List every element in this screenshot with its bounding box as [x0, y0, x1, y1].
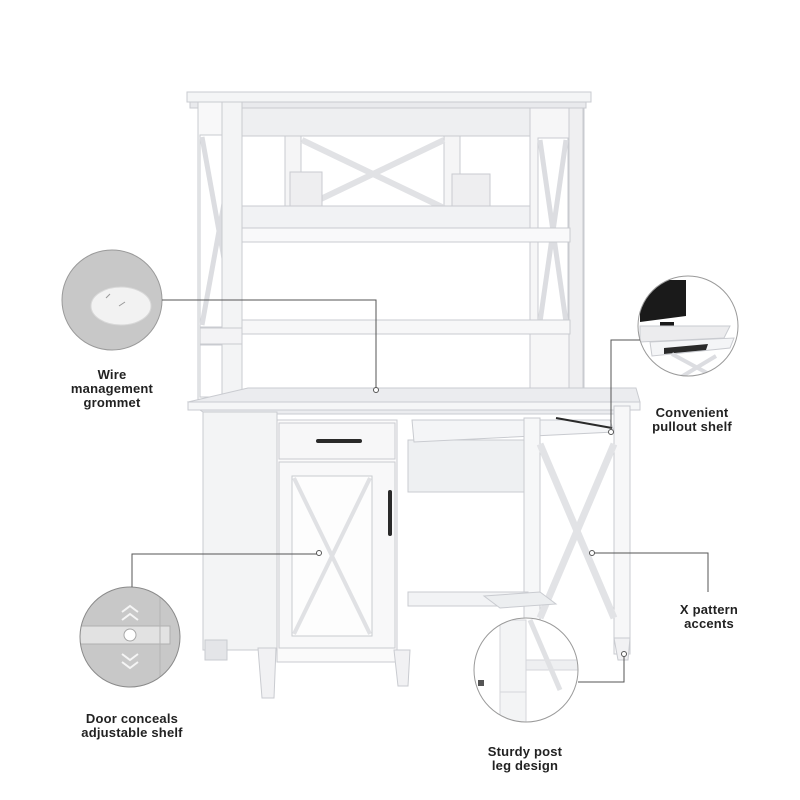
- leg-detail-circle: [474, 618, 578, 722]
- callout-label-leg: Sturdy post leg design: [487, 744, 563, 773]
- desk: [186, 387, 641, 699]
- grommet-detail-circle: [61, 249, 163, 351]
- callout-lines: [131, 299, 709, 683]
- callout-label-xpattern: X pattern accents: [679, 602, 739, 631]
- pullout-detail-circle: [638, 276, 738, 376]
- callout-label-grommet: Wire management grommet: [70, 367, 154, 410]
- shelf-detail-circle: [80, 587, 180, 687]
- callout-label-pullout: Convenient pullout shelf: [652, 405, 732, 434]
- callout-label-door: Door conceals adjustable shelf: [81, 711, 183, 740]
- hutch: [186, 91, 592, 409]
